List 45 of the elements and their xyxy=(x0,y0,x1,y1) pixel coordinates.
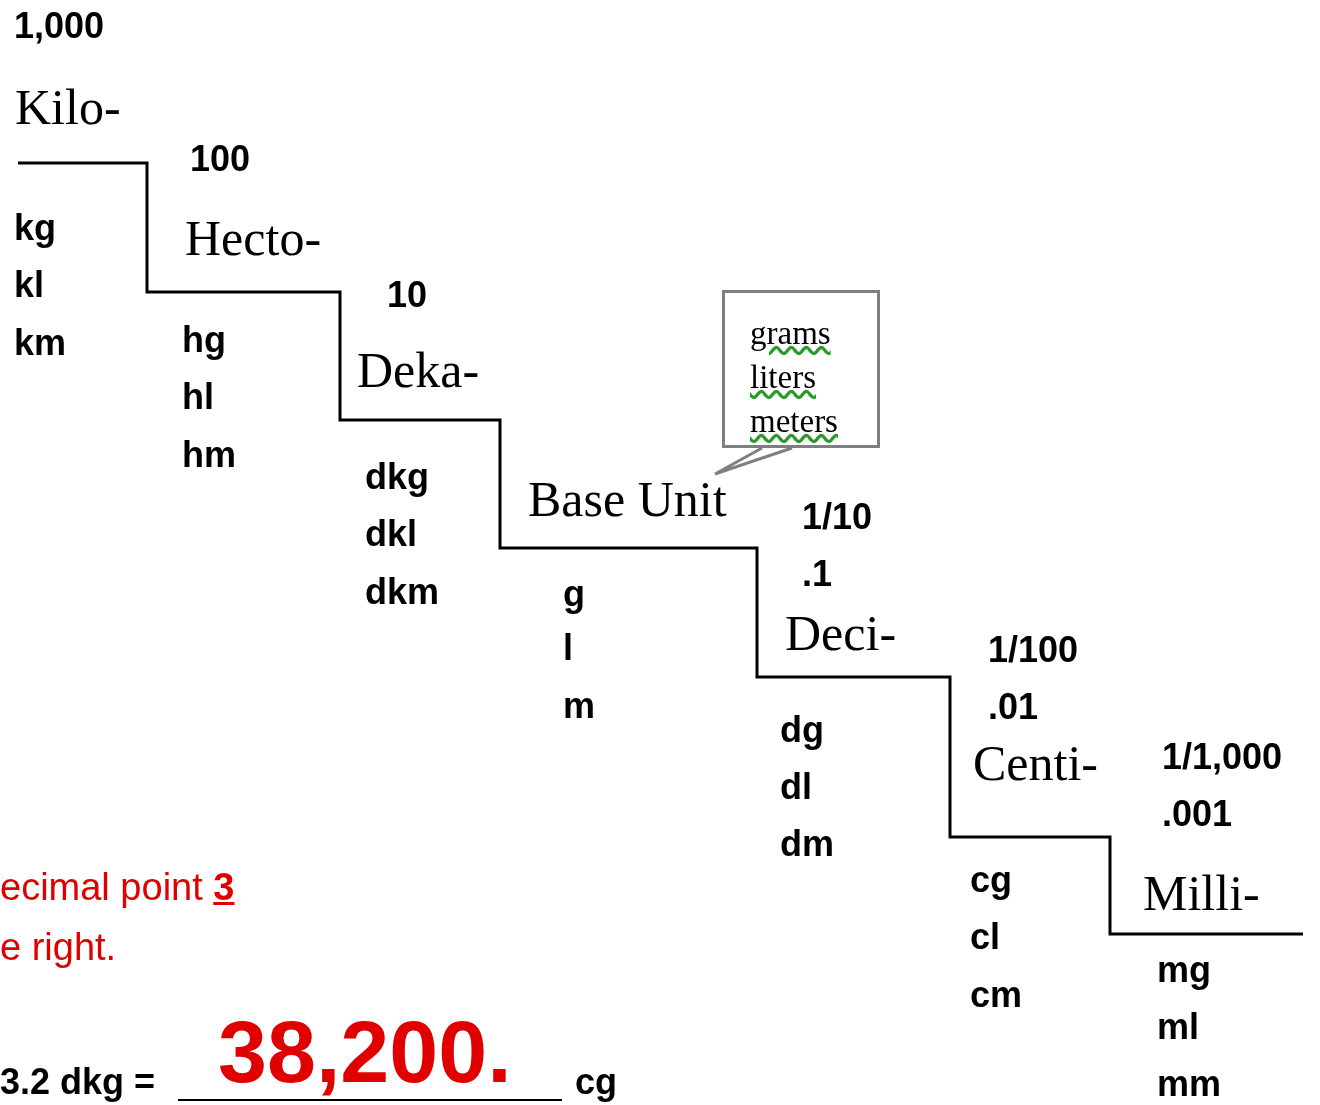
equation-text: 3.2 dkg = xyxy=(0,1064,156,1100)
unit-abbreviation: cl xyxy=(970,919,1001,955)
callout-pointer xyxy=(713,446,794,476)
factor-label: 100 xyxy=(190,141,251,177)
unit-abbreviation: ml xyxy=(1157,1009,1199,1045)
unit-abbreviation: cg xyxy=(970,862,1012,898)
unit-abbreviation: dg xyxy=(780,712,824,748)
unit-abbreviation: mg xyxy=(1157,952,1211,988)
factor-label: 1/100 xyxy=(988,632,1079,668)
factor-label: 1/1,000 xyxy=(1162,739,1283,775)
factor-label: .01 xyxy=(988,689,1039,725)
unit-abbreviation: kl xyxy=(14,267,45,303)
unit-abbreviation: cm xyxy=(970,977,1023,1013)
base-unit-label: Base Unit xyxy=(528,474,727,524)
unit-abbreviation: mm xyxy=(1157,1066,1222,1102)
unit-abbreviation: cg xyxy=(575,1064,617,1100)
unit-abbreviation: l xyxy=(563,630,573,666)
unit-abbreviation: km xyxy=(14,325,67,361)
unit-abbreviation: dkl xyxy=(365,516,417,552)
unit-abbreviation: hg xyxy=(182,322,226,358)
factor-label: 10 xyxy=(387,277,428,313)
unit-abbreviation: dm xyxy=(780,826,834,862)
prefix-label: Deci- xyxy=(785,608,897,658)
unit-abbreviation: hm xyxy=(182,437,236,473)
unit-abbreviation: m xyxy=(563,688,595,724)
prefix-label: Deka- xyxy=(357,345,480,395)
factor-label: .001 xyxy=(1162,796,1233,832)
factor-label: .1 xyxy=(802,556,833,592)
unit-abbreviation: hl xyxy=(182,379,214,415)
answer-text: 38,200. xyxy=(218,1008,512,1096)
unit-abbreviation: dkg xyxy=(365,459,429,495)
callout-box xyxy=(722,290,880,448)
prefix-label: Centi- xyxy=(973,738,1098,788)
callout-text: grams liters meters xyxy=(750,314,839,441)
factor-label: 1/10 xyxy=(802,499,873,535)
unit-abbreviation: kg xyxy=(14,210,56,246)
prefix-label: Hecto- xyxy=(185,213,322,263)
unit-abbreviation: dkm xyxy=(365,574,440,610)
unit-abbreviation: dl xyxy=(780,769,812,805)
prefix-label: Milli- xyxy=(1143,868,1260,918)
instruction-text: e right. xyxy=(0,928,117,966)
prefix-label: Kilo- xyxy=(15,82,121,132)
instruction-text: ecimal point 3 xyxy=(0,868,235,906)
factor-label: 1,000 xyxy=(14,8,105,44)
unit-abbreviation: g xyxy=(563,576,585,612)
